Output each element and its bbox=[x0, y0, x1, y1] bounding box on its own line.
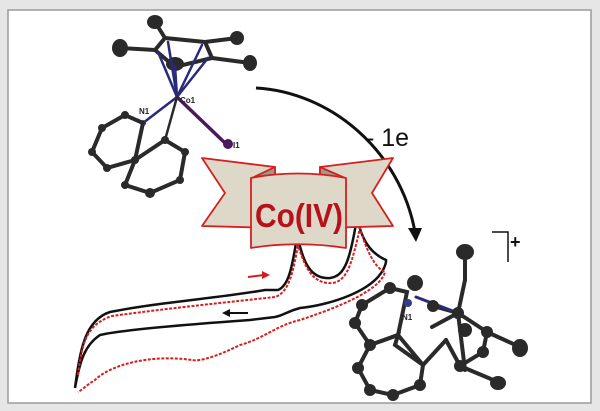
charge-bracket bbox=[492, 231, 509, 262]
oxidation-arrow bbox=[255, 86, 417, 233]
reaction-label: - 1e bbox=[366, 124, 409, 152]
cobalt-complex-structure bbox=[88, 15, 257, 198]
label-i1: I1 bbox=[233, 141, 240, 150]
atoms bbox=[88, 111, 189, 198]
label-co1: Co1 bbox=[180, 96, 196, 105]
label-n1-product: N1 bbox=[402, 313, 413, 322]
cv-trace-red bbox=[77, 227, 387, 393]
co-iv-banner bbox=[201, 157, 394, 249]
reverse-arrowhead-icon bbox=[222, 309, 230, 317]
cobalt-cation-structure bbox=[349, 244, 528, 401]
banner-text: Co(IV) bbox=[255, 197, 343, 234]
arrowhead-icon bbox=[408, 228, 422, 242]
forward-arrowhead-icon bbox=[262, 271, 270, 279]
co-bonds bbox=[141, 40, 227, 145]
label-n1-top: N1 bbox=[139, 107, 150, 116]
charge-label: + bbox=[510, 232, 521, 252]
forward-scan-arrow-icon bbox=[247, 274, 265, 278]
